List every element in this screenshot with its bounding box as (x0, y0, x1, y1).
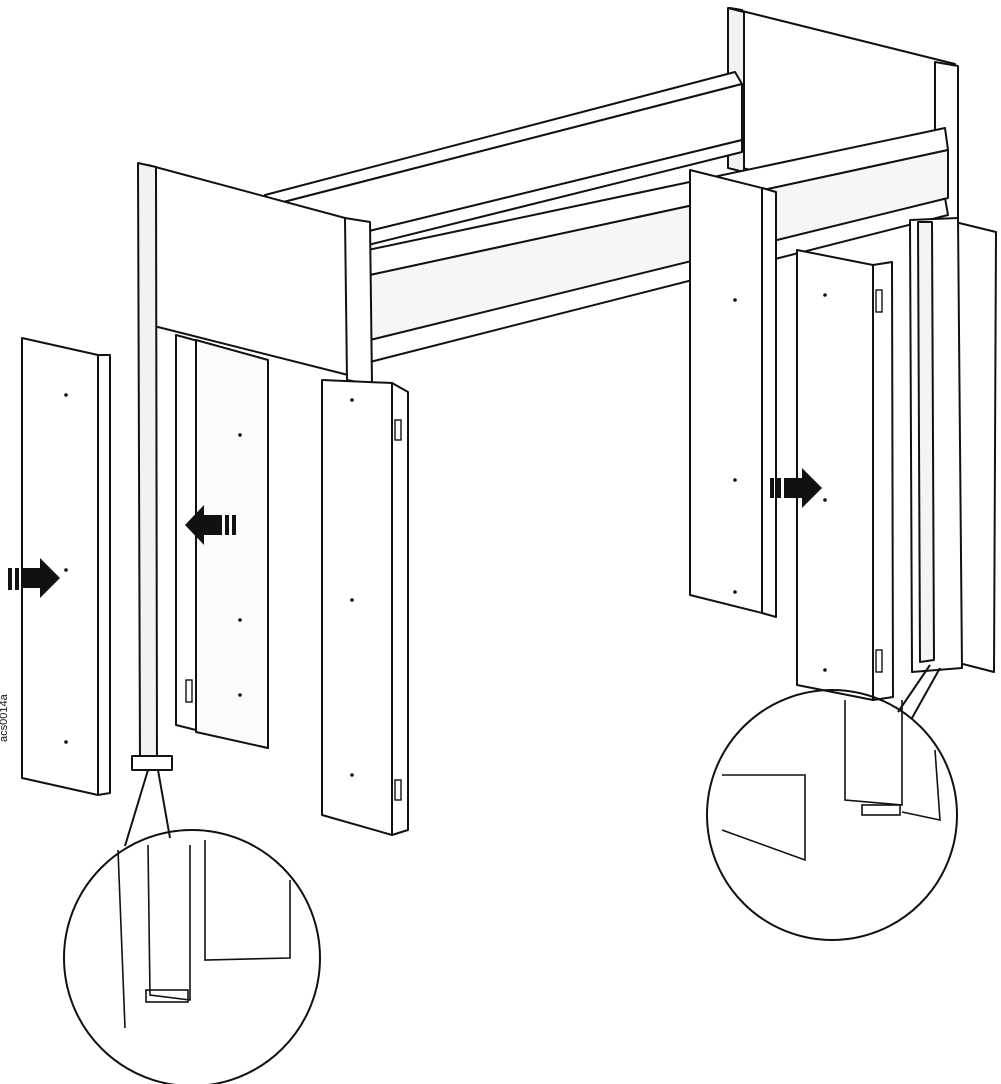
front-left-foot (131, 755, 173, 771)
detail-left (63, 769, 321, 1084)
right-side-panel-edge (872, 261, 894, 701)
front-left-post (137, 162, 158, 766)
arrow-right-panel-out (770, 468, 822, 508)
front-side-panel-edge (391, 382, 409, 836)
figure-id-label: acs0014a (0, 694, 10, 742)
front-right-post (344, 217, 373, 386)
right-frame-inner (917, 221, 935, 663)
back-center-panel-edge (761, 187, 777, 618)
arrow-left-panel-in (8, 558, 60, 598)
left-detached-panel-edge (97, 354, 111, 796)
left-detached-panel (21, 337, 99, 796)
arrow-inner-panel-out (185, 505, 236, 545)
front-side-panel (321, 379, 393, 836)
back-center-panel (689, 169, 771, 616)
detail-right (706, 664, 958, 941)
inner-panel-back (195, 339, 269, 749)
